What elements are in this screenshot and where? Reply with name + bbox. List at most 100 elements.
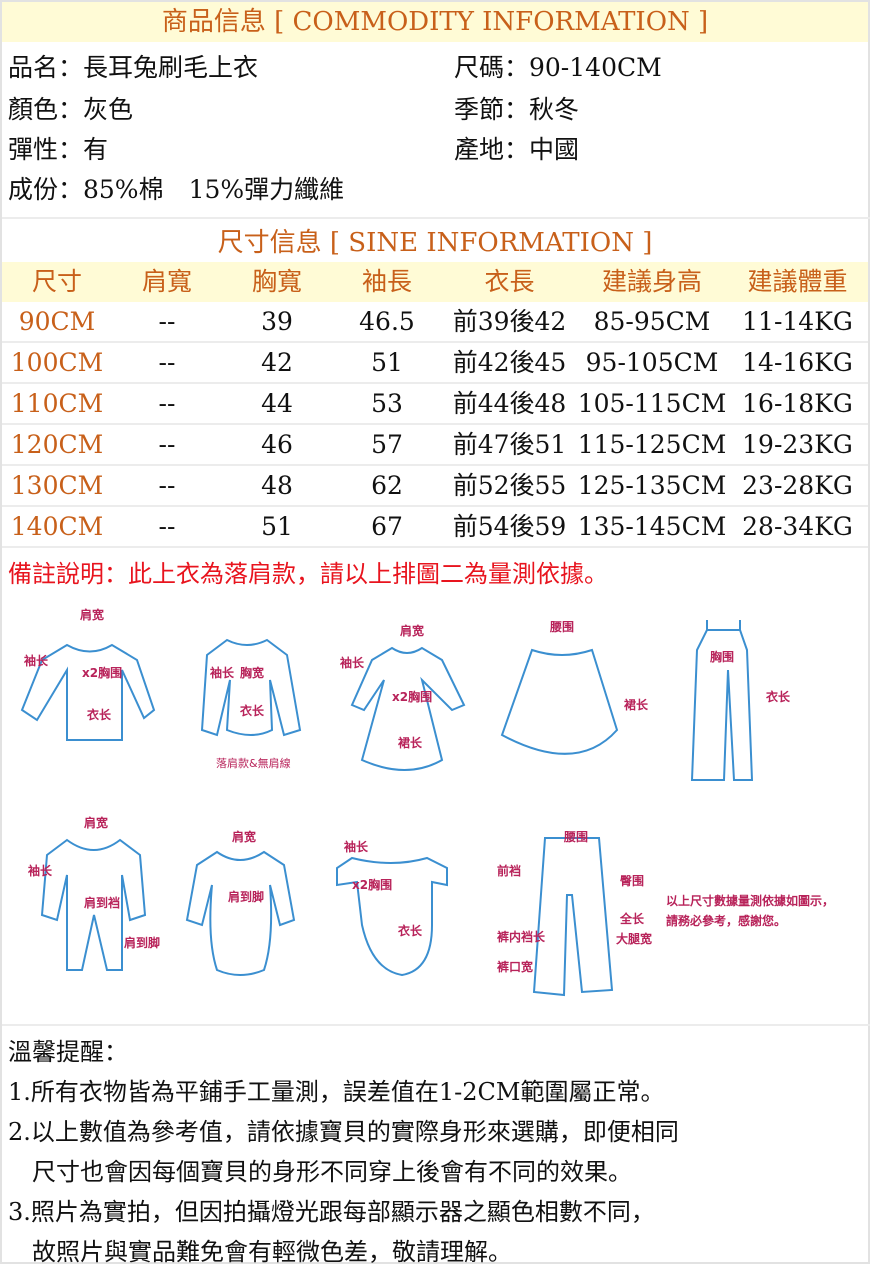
size-cell: 57 [371, 430, 403, 459]
diagram-label: 腰围 [564, 830, 589, 844]
size-cell: 120CM [10, 430, 104, 459]
size-cell: 39 [261, 307, 293, 336]
size-cell: 44 [261, 389, 293, 418]
size-cell: -- [158, 430, 176, 459]
header-cell: 建議體重 [747, 267, 848, 296]
size-cell: 67 [371, 512, 403, 541]
size-cell: -- [158, 348, 176, 377]
diagram-label: 前裆 [497, 864, 522, 878]
diagram-label: 袖长 [210, 666, 235, 680]
size-cell: 28-34KG [742, 512, 853, 541]
diagram-label: x2胸围 [392, 690, 433, 704]
size-cell: 51 [261, 512, 293, 541]
size-cell: 130CM [10, 471, 104, 500]
tip-line: 1.所有衣物皆為平鋪手工量測，誤差值在1-2CM範圍屬正常。 [8, 1078, 665, 1106]
diagram-label: 肩到脚 [124, 936, 161, 950]
commodity-info-title: 商品信息 [ COMMODITY INFORMATION ] [2, 2, 868, 42]
size-cell: 14-16KG [742, 348, 853, 377]
diagram-label: x2胸围 [352, 878, 393, 892]
tip-line: 3.照片為實拍，但因拍攝燈光跟每部顯示器之顯色相數不同， [8, 1198, 655, 1226]
size-cell: 95-105CM [585, 348, 719, 377]
size-cell: 48 [261, 471, 293, 500]
size-cell: 46 [261, 430, 293, 459]
product-season: 季節：秋冬 [454, 95, 580, 124]
diagram-label: 肩到脚 [228, 890, 265, 904]
header-cell: 袖長 [361, 267, 412, 296]
size-cell: 11-14KG [742, 307, 853, 336]
tip-line: 尺寸也會因每個寶貝的身形不同穿上後會有不同的效果。 [8, 1158, 632, 1186]
product-name: 品名：長耳兔刷毛上衣 [8, 53, 259, 82]
size-cell: 51 [371, 348, 403, 377]
product-size: 尺碼：90-140CM [454, 53, 662, 82]
size-row: 100CM -- 42 51 前42後45 95-105CM 14-16KG [2, 343, 868, 384]
diagram-label: 裙长 [624, 698, 649, 712]
size-cell: 62 [371, 471, 403, 500]
diagram-label: 衣长 [87, 708, 112, 722]
size-cell: 前42後45 [452, 348, 567, 377]
size-cell: -- [158, 512, 176, 541]
diagram-label: x2胸围 [82, 666, 123, 680]
divider [2, 217, 870, 219]
size-cell: 16-18KG [742, 389, 853, 418]
size-cell: 前54後59 [452, 512, 567, 541]
diagram-label: 衣长 [240, 704, 265, 718]
diagram-label: 衣长 [766, 690, 791, 704]
tip-line: 故照片與實品難免會有輕微色差，敬請理解。 [8, 1238, 512, 1266]
size-cell: 前47後51 [452, 430, 567, 459]
size-cell: 前52後55 [452, 471, 567, 500]
product-origin: 產地：中國 [454, 135, 580, 164]
size-cell: 125-135CM [577, 471, 727, 500]
size-table-header: 尺寸 肩寬 胸寬 袖長 衣長 建議身高 建議體重 [2, 262, 868, 302]
measurement-diagram: 肩宽 袖长 x2胸围 衣长 袖长 胸宽 衣长 落肩款&無肩線 肩宽 袖长 x2胸… [2, 600, 868, 1020]
size-info-title: 尺寸信息 [ SINE INFORMATION ] [217, 228, 653, 258]
size-cell: 135-145CM [577, 512, 727, 541]
diagram-label: 腰围 [550, 620, 575, 634]
diagram-caption: 落肩款&無肩線 [216, 757, 291, 770]
header-cell: 尺寸 [31, 267, 82, 296]
diagram-label: 肩到裆 [84, 896, 121, 910]
product-color: 顏色：灰色 [8, 95, 134, 124]
tips-section: 溫馨提醒： 1.所有衣物皆為平鋪手工量測，誤差值在1-2CM範圍屬正常。 2.以… [8, 1032, 679, 1272]
size-cell: -- [158, 307, 176, 336]
tips-title: 溫馨提醒： [8, 1038, 128, 1066]
tip-line: 2.以上數值為參考值，請依據寶貝的實際身形來選購，即便相同 [8, 1118, 679, 1146]
product-material: 成份：85%棉 15%彈力纖維 [8, 175, 345, 204]
diagram-caption: 以上尺寸數據量測依據如圖示， [666, 894, 835, 908]
diagram-label: 袖长 [28, 864, 53, 878]
size-cell: 42 [261, 348, 293, 377]
size-cell: 105-115CM [577, 389, 727, 418]
size-cell: -- [158, 389, 176, 418]
header-cell: 胸寬 [251, 267, 302, 296]
remark-note: 備註說明：此上衣為落肩款，請以上排圖二為量測依據。 [8, 560, 608, 588]
diagram-label: 裤内裆长 [497, 930, 546, 944]
size-cell: -- [158, 471, 176, 500]
diagram-label: 衣长 [398, 924, 423, 938]
diagram-label: 袖长 [340, 656, 365, 670]
diagram-label: 臀围 [620, 874, 645, 888]
divider [2, 1024, 870, 1026]
diagram-label: 袖长 [24, 654, 49, 668]
diagram-label: 裤口宽 [497, 960, 534, 974]
diagram-label: 大腿宽 [616, 932, 653, 946]
size-cell: 110CM [10, 389, 104, 418]
size-cell: 53 [371, 389, 403, 418]
diagram-label: 肩宽 [400, 624, 425, 638]
diagram-label: 肩宽 [232, 830, 257, 844]
size-row: 140CM -- 51 67 前54後59 135-145CM 28-34KG [2, 507, 868, 548]
size-cell: 100CM [10, 348, 104, 377]
size-cell: 前39後42 [452, 307, 567, 336]
diagram-label: 肩宽 [84, 816, 109, 830]
size-cell: 前44後48 [452, 389, 567, 418]
diagram-label: 胸宽 [240, 666, 265, 680]
diagram-label: 肩宽 [80, 608, 105, 622]
garment-outlines [20, 620, 754, 997]
diagram-label: 袖长 [344, 840, 369, 854]
size-cell: 85-95CM [593, 307, 711, 336]
header-cell: 衣長 [484, 267, 535, 296]
size-cell: 140CM [10, 512, 104, 541]
diagram-label: 裙长 [398, 736, 423, 750]
header-cell: 建議身高 [601, 267, 702, 296]
